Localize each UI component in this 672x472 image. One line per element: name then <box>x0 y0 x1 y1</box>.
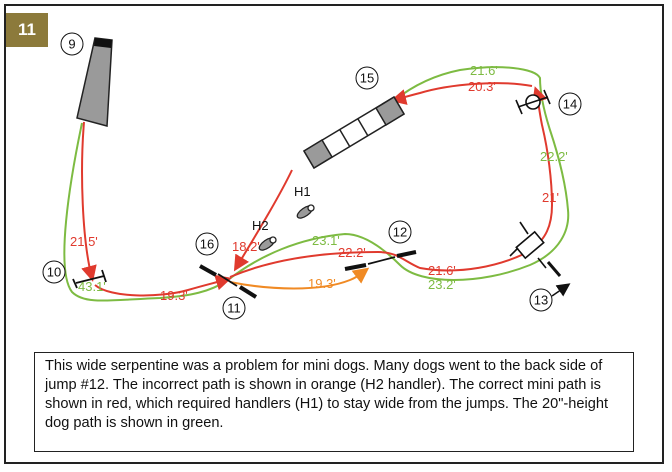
distance-label-red-15-16: 18.2' <box>232 239 260 254</box>
number-9: 9 <box>60 32 84 56</box>
svg-text:12: 12 <box>393 225 407 240</box>
svg-text:15: 15 <box>360 71 374 86</box>
svg-text:11: 11 <box>227 301 241 316</box>
number-13: 13 <box>529 288 553 312</box>
jump-12 <box>344 250 417 271</box>
figure-number-badge: 11 <box>6 13 48 47</box>
distance-label-red-14-15: 20.3' <box>468 79 496 94</box>
distance-label-red-12-13: 21.6' <box>428 263 456 278</box>
diagram-frame <box>4 4 664 464</box>
number-15: 15 <box>355 66 379 90</box>
svg-text:10: 10 <box>47 265 61 280</box>
svg-text:13: 13 <box>534 293 548 308</box>
incorrect-path <box>229 267 370 290</box>
number-14: 14 <box>558 92 582 116</box>
caption-box: This wide serpentine was a problem for m… <box>34 352 634 452</box>
distance-label-red-16-12: 22.2' <box>338 245 366 260</box>
jump-11 <box>199 264 258 299</box>
handler-h1-label: H1 <box>294 184 311 199</box>
number-12: 12 <box>388 220 412 244</box>
jump-10 <box>72 269 107 289</box>
distance-label-green-14-15: 21.6' <box>470 63 498 78</box>
distance-label-red-13-14: 21' <box>542 190 559 205</box>
big-dog-path <box>63 66 570 302</box>
exit-arrow <box>551 283 571 297</box>
dogwalk-15 <box>302 95 406 170</box>
distance-label-orange-11-12: 19.3' <box>308 276 336 291</box>
handler-h2-label: H2 <box>252 218 269 233</box>
svg-text:16: 16 <box>200 237 214 252</box>
tire-14 <box>515 89 551 115</box>
distance-label-green-10: 43.1' <box>78 279 106 294</box>
tunnel-9 <box>76 37 113 127</box>
distance-label-green-12-13: 23.2' <box>428 277 456 292</box>
number-11: 11 <box>222 296 246 320</box>
svg-text:14: 14 <box>563 97 577 112</box>
mini-dog-path <box>81 82 554 297</box>
distance-label-red-9-10: 21.5' <box>70 234 98 249</box>
handler-h2-figure <box>258 236 277 251</box>
distance-label-green-13-14: 22.2' <box>540 149 568 164</box>
distance-label-red-10-11: 19.3' <box>160 288 188 303</box>
handler-h1-figure <box>296 204 315 219</box>
svg-text:9: 9 <box>68 37 75 52</box>
distance-label-green-16-12: 23.1' <box>312 233 340 248</box>
number-16: 16 <box>195 232 219 256</box>
number-10: 10 <box>42 260 66 284</box>
obstacle-13 <box>509 221 562 277</box>
